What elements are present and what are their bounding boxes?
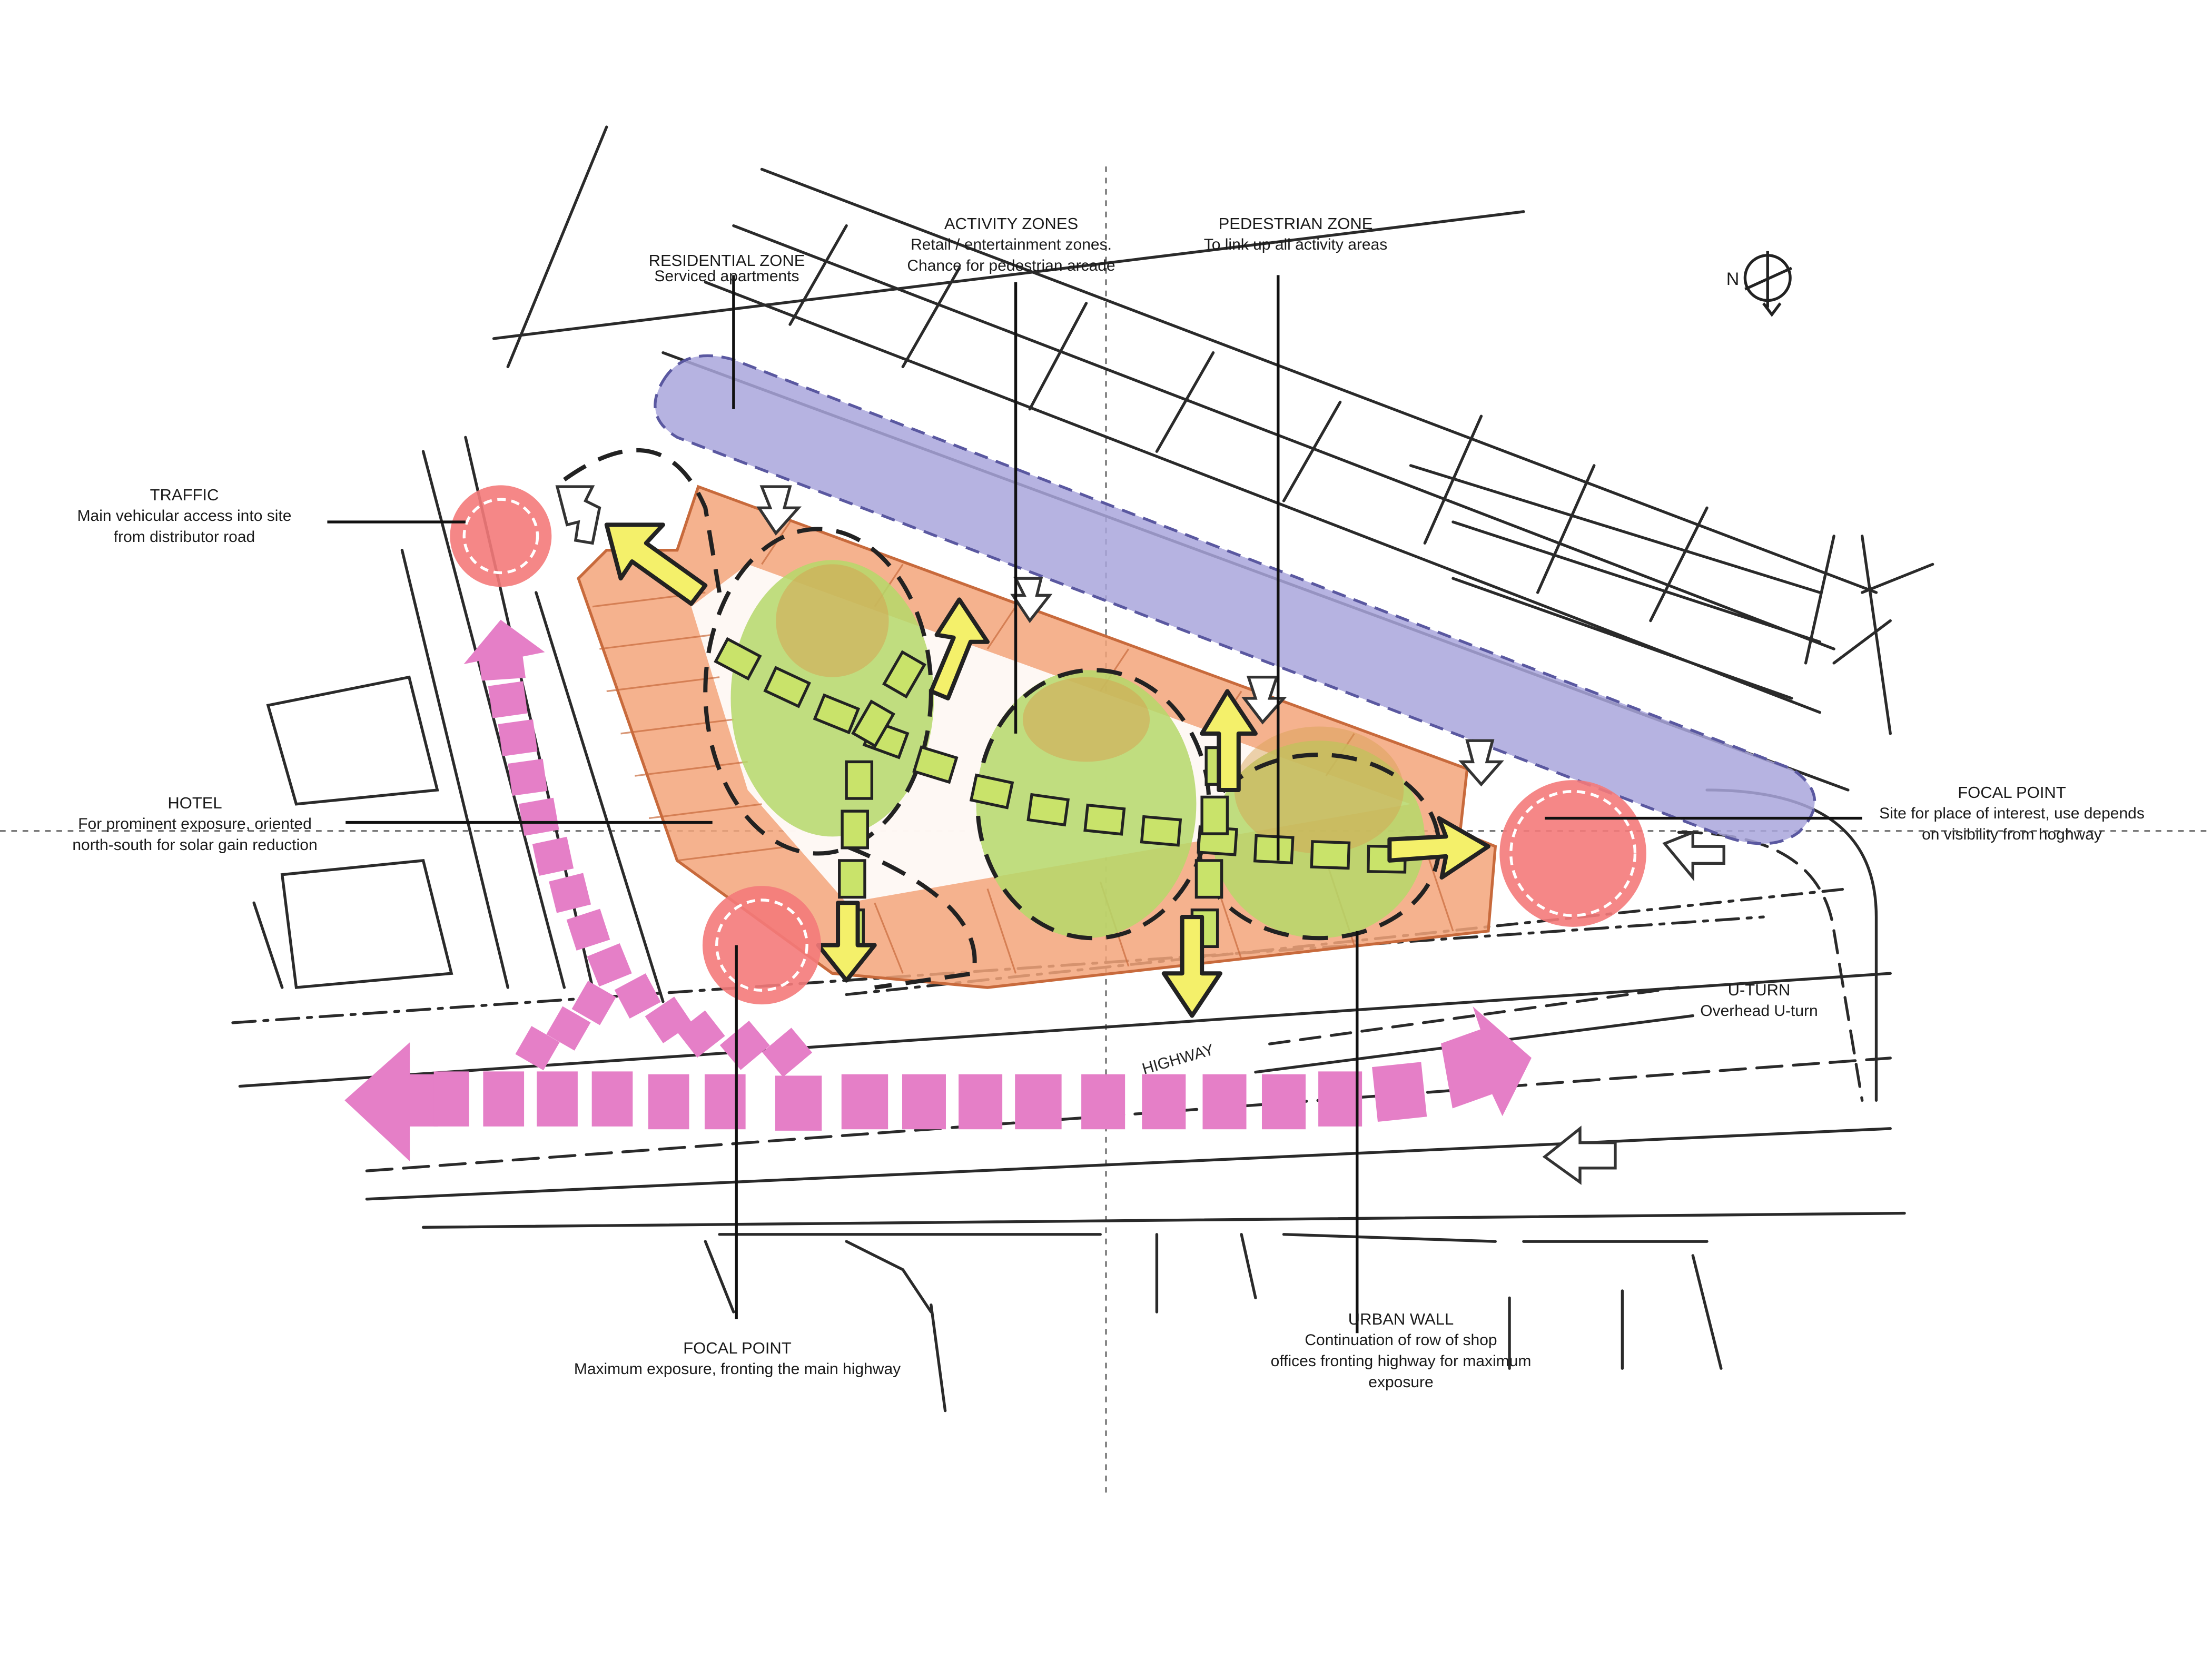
label-pedestrian-zone: PEDESTRIAN ZONE To link up all activity … [1148,213,1443,255]
north-label: N [1726,269,1740,289]
residential-desc: Serviced apartments [654,268,799,285]
focal-bottom-title: FOCAL POINT [683,1339,792,1357]
label-hotel: HOTEL For prominent exposure, oriented n… [32,793,358,856]
entry-arrow-icon [555,485,1725,1185]
urban-wall-title: URBAN WALL [1348,1310,1454,1328]
traffic-node [450,485,552,587]
hotel-title: HOTEL [167,794,222,812]
focal-right-title: FOCAL POINT [1958,783,2066,802]
focal-points [450,485,1646,1005]
uturn-title: U-TURN [1727,981,1791,999]
label-focal-point-bottom: FOCAL POINT Maximum exposure, fronting t… [527,1338,948,1380]
residential-zone [654,354,1816,845]
label-traffic: TRAFFIC Main vehicular access into site … [42,485,327,548]
activity-title: ACTIVITY ZONES [944,214,1079,233]
pedestrian-desc: To link up all activity areas [1203,236,1388,253]
focal-point-bottom [702,886,821,1005]
label-focal-point-right: FOCAL POINT Site for place of interest, … [1843,782,2180,845]
hotel-desc: For prominent exposure, oriented north-s… [72,815,318,854]
vehicular-arrow-icon [344,619,1532,1161]
label-activity-zones: ACTIVITY ZONES Retail / entertainment zo… [853,213,1169,276]
traffic-desc: Main vehicular access into site from dis… [77,507,292,546]
residential-title: RESIDENTIAL ZONE [648,251,805,270]
leader-lines [327,275,1862,1334]
label-u-turn: U-TURN Overhead U-turn [1659,980,1859,1022]
traffic-title: TRAFFIC [150,486,219,504]
pedestrian-arrow-icon [604,522,1490,1018]
uturn-desc: Overhead U-turn [1700,1002,1818,1020]
urban-wall-desc: Continuation of row of shop offices fron… [1270,1331,1532,1391]
pedestrian-title: PEDESTRIAN ZONE [1218,214,1373,233]
label-urban-wall: URBAN WALL Continuation of row of shop o… [1243,1309,1559,1393]
north-arrow-icon [1743,251,1792,317]
focal-right-desc: Site for place of interest, use depends … [1879,805,2145,843]
focal-point-right [1499,780,1646,927]
focal-bottom-desc: Maximum exposure, fronting the main high… [574,1360,901,1378]
activity-desc: Retail / entertainment zones. Chance for… [907,236,1115,274]
label-residential-zone: RESIDENTIAL ZONE Serviced apartments [590,250,864,287]
